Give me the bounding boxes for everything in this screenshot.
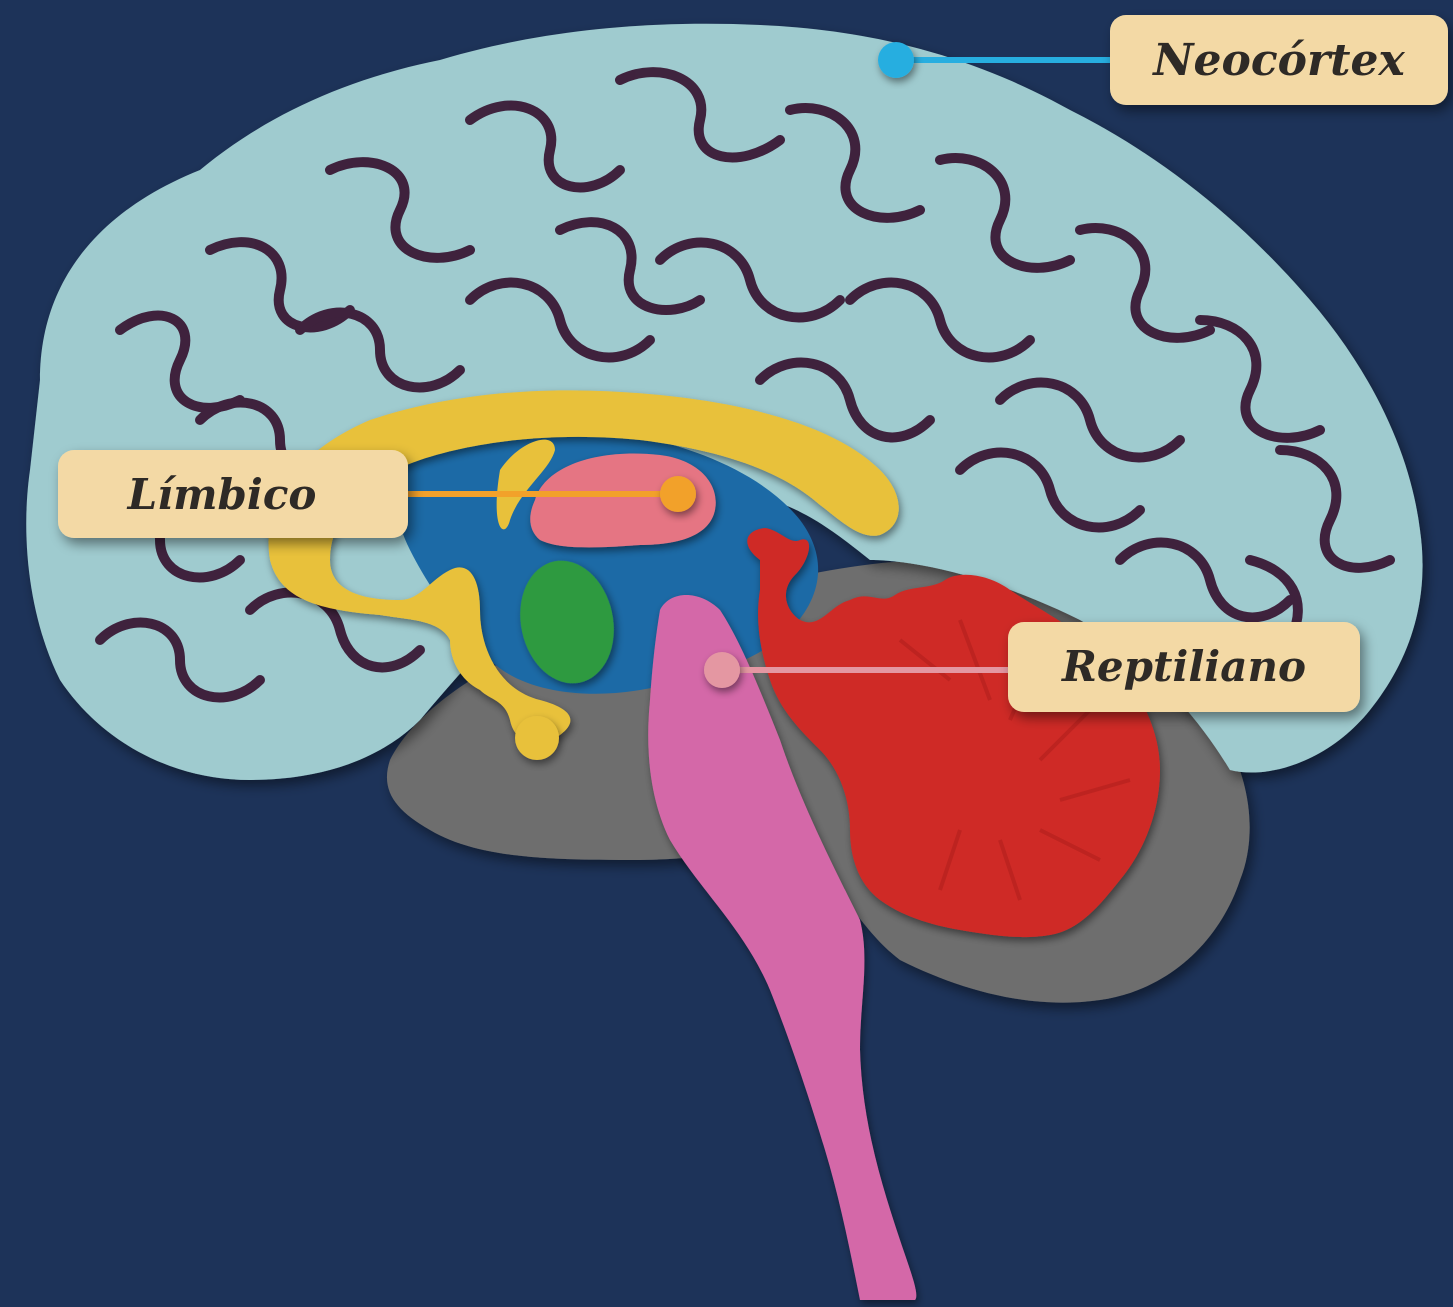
reptiliano-dot — [704, 652, 740, 688]
reptiliano-label: Reptiliano — [1061, 642, 1306, 691]
neocortex-dot — [878, 42, 914, 78]
limbico-dot — [660, 476, 696, 512]
neocortex-label: Neocórtex — [1151, 35, 1405, 86]
limbico-label: Límbico — [127, 470, 317, 519]
mammillary-body — [515, 716, 559, 760]
